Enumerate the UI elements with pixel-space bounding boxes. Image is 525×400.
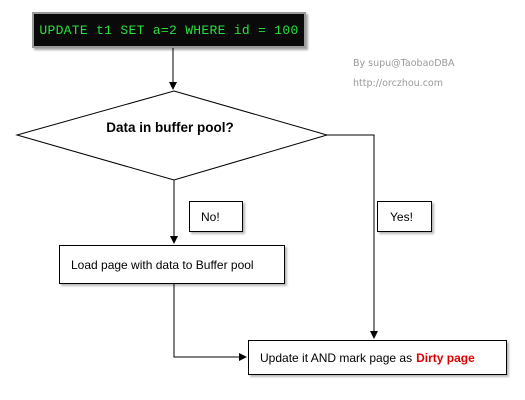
load-page-step: Load page with data to Buffer pool [59,245,285,284]
arrow-yes-branch [327,134,378,339]
update-step-label: Update it AND mark page as [260,350,413,365]
author-credit: By supu@TaobaoDBA [353,58,455,69]
decision-label: Data in buffer pool? [106,120,234,135]
yes-branch-label-box: Yes! [377,201,432,232]
arrow-load-to-update [173,284,247,361]
author-url: http://orczhou.com [353,78,443,89]
update-step: Update it AND mark page as Dirty page [248,340,507,375]
sql-statement-box: UPDATE t1 SET a=2 WHERE id = 100 [32,12,306,48]
yes-branch-label: Yes! [390,209,413,224]
no-branch-label-box: No! [189,201,243,232]
sql-statement: UPDATE t1 SET a=2 WHERE id = 100 [39,22,299,38]
no-branch-label: No! [201,209,220,224]
load-page-step-label: Load page with data to Buffer pool [71,257,254,272]
dirty-page-highlight: Dirty page [416,350,475,365]
